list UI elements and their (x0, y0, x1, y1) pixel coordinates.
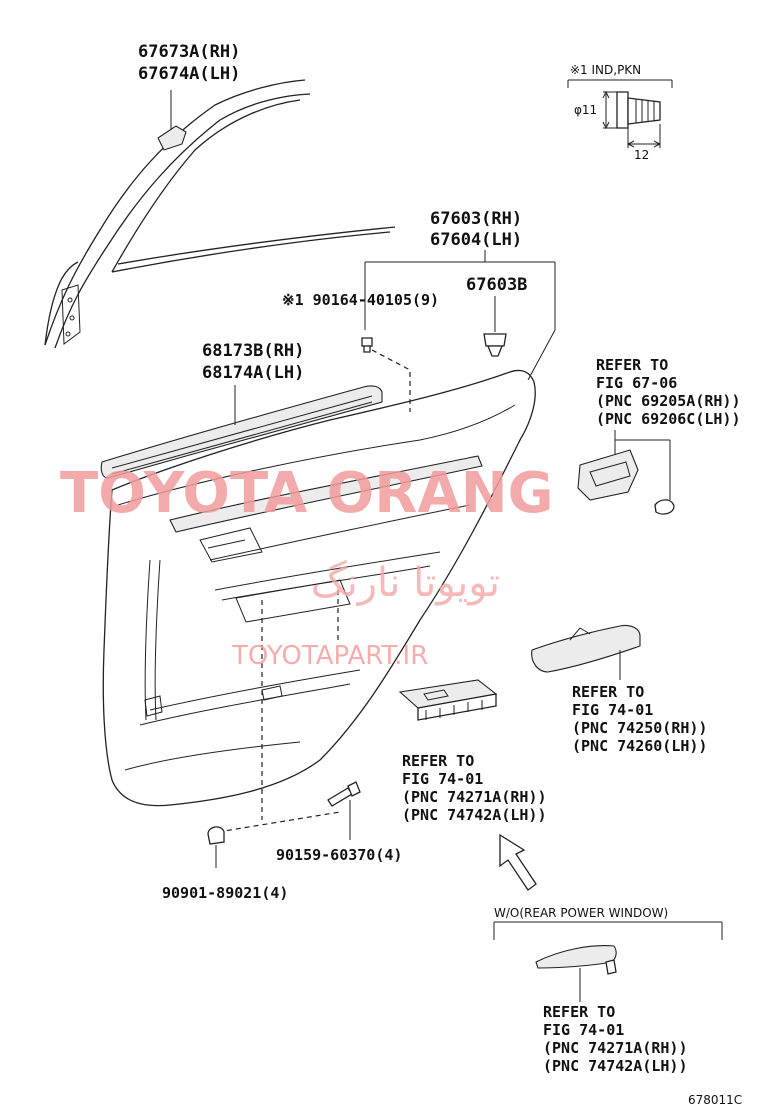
label-refer-switch-1: REFER TO (402, 752, 474, 770)
label-refer-armrest-4: (PNC 74260(LH)) (572, 737, 707, 755)
label-panel-lh: 67604(LH) (430, 230, 522, 250)
mirror-cover-part (157, 90, 187, 151)
weatherstrip-part (100, 385, 383, 479)
watermark-persian: تویوتا نارنگ (311, 560, 500, 606)
label-refer-armrest-1: REFER TO (572, 683, 644, 701)
wo-bracket (493, 921, 723, 940)
nut-part (207, 826, 225, 868)
clip-part (483, 296, 507, 357)
direction-arrow (499, 833, 537, 891)
armrest-cover-part (531, 624, 641, 680)
window-switch-part (398, 679, 498, 721)
label-refer-switch-3: (PNC 74271A(RH)) (402, 788, 547, 806)
label-dim-length: 12 (634, 148, 649, 162)
label-figure-code: 678011C (688, 1093, 742, 1107)
door-trim-panel (102, 369, 536, 807)
bolt-part (217, 590, 361, 840)
label-refer-armrest-3: (PNC 74250(RH)) (572, 719, 707, 737)
label-refer-wo-1: REFER TO (543, 1003, 615, 1021)
label-refer-handle-1: REFER TO (596, 356, 668, 374)
label-mirror-cover-lh: 67674A(LH) (138, 64, 240, 84)
label-refer-handle-2: FIG 67-06 (596, 374, 677, 392)
inside-handle-part (577, 430, 675, 515)
panel-leader-lines (364, 250, 556, 381)
label-weatherstrip-rh: 68173B(RH) (202, 341, 304, 361)
ind-pkn-detail (567, 79, 673, 148)
label-dim-diameter: φ11 (574, 103, 597, 117)
label-refer-handle-4: (PNC 69206C(LH)) (596, 410, 741, 428)
watermark-url: TOYOTAPART.IR (231, 641, 428, 671)
label-bolt: 90159-60370(4) (276, 846, 402, 864)
label-refer-handle-3: (PNC 69205A(RH)) (596, 392, 741, 410)
switch-cover-part (535, 945, 617, 1002)
label-screw: ※1 90164-40105(9) (282, 291, 439, 309)
label-refer-wo-2: FIG 74-01 (543, 1021, 624, 1039)
label-mirror-cover-rh: 67673A(RH) (138, 42, 240, 62)
label-refer-switch-4: (PNC 74742A(LH)) (402, 806, 547, 824)
label-wo-title: W/O(REAR POWER WINDOW) (494, 906, 668, 920)
label-ind-pkn: ※1 IND,PKN (570, 63, 641, 77)
watermark-brand: TOYOTA ORANG (60, 461, 554, 526)
door-frame-outline (44, 79, 396, 349)
label-refer-switch-2: FIG 74-01 (402, 770, 483, 788)
label-refer-wo-3: (PNC 74271A(RH)) (543, 1039, 688, 1057)
label-panel-rh: 67603(RH) (430, 209, 522, 229)
label-clip-b: 67603B (466, 275, 527, 295)
label-refer-wo-4: (PNC 74742A(LH)) (543, 1057, 688, 1075)
label-refer-armrest-2: FIG 74-01 (572, 701, 653, 719)
screw-part (361, 337, 411, 412)
label-weatherstrip-lh: 68174A(LH) (202, 363, 304, 383)
label-nut: 90901-89021(4) (162, 884, 288, 902)
